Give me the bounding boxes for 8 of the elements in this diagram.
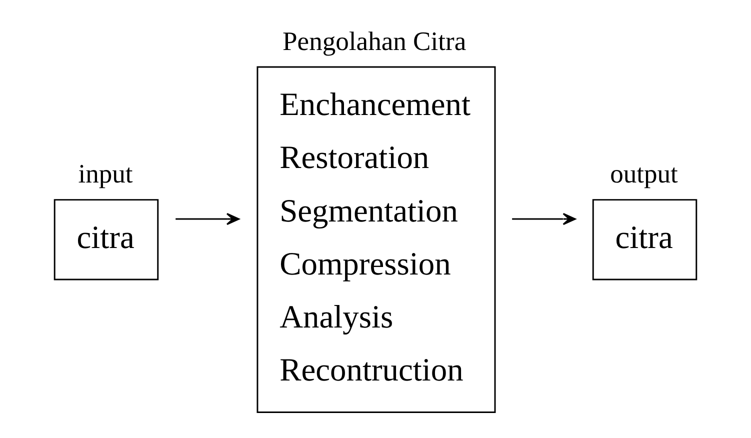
node-box: citra	[54, 199, 159, 280]
node-label: Pengolahan Citra	[282, 26, 466, 56]
arrow	[176, 212, 240, 226]
node-box: citra	[592, 199, 698, 280]
node-label: output	[610, 158, 678, 189]
node-label: input	[78, 158, 133, 189]
node-box: Enchancement Restoration Segmentation Compression Analysis Recontruction	[256, 66, 496, 414]
arrow	[512, 212, 576, 226]
